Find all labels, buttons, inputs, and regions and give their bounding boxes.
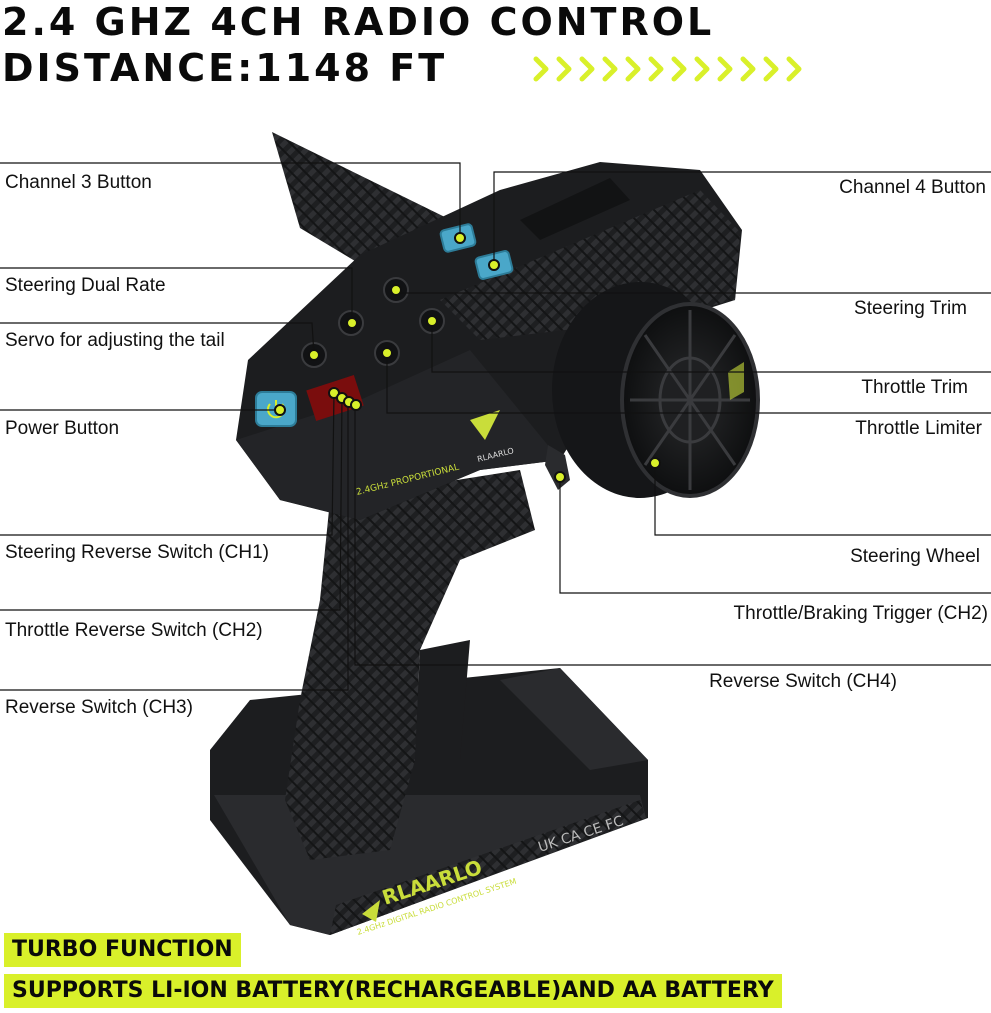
throttle-trigger bbox=[545, 445, 570, 490]
label-steering-reverse: Steering Reverse Switch (CH1) bbox=[5, 542, 269, 563]
label-steering-dual-rate: Steering Dual Rate bbox=[5, 275, 166, 296]
label-reverse-ch3: Reverse Switch (CH3) bbox=[5, 697, 193, 718]
label-steering-trim: Steering Trim bbox=[854, 298, 967, 319]
label-steering-wheel: Steering Wheel bbox=[850, 546, 980, 567]
label-throttle-trigger: Throttle/Braking Trigger (CH2) bbox=[733, 603, 988, 624]
chevron-arrows-icon bbox=[533, 56, 802, 82]
label-power-button: Power Button bbox=[5, 418, 120, 439]
label-reverse-ch4: Reverse Switch (CH4) bbox=[709, 671, 897, 692]
headline-line-2: DISTANCE:1148 FT bbox=[2, 46, 448, 90]
label-throttle-reverse: Throttle Reverse Switch (CH2) bbox=[5, 620, 263, 641]
label-throttle-trim: Throttle Trim bbox=[861, 377, 968, 398]
battery-support-banner: SUPPORTS LI-ION BATTERY(RECHARGEABLE)AND… bbox=[4, 974, 782, 1008]
label-servo-tail: Servo for adjusting the tail bbox=[5, 330, 225, 351]
steering-wheel bbox=[552, 282, 760, 498]
label-channel3-button: Channel 3 Button bbox=[5, 172, 152, 193]
label-throttle-limiter: Throttle Limiter bbox=[855, 418, 982, 439]
label-channel4-button: Channel 4 Button bbox=[839, 177, 986, 198]
turbo-function-banner: TURBO FUNCTION bbox=[4, 933, 241, 967]
headline-line-1: 2.4 GHZ 4CH RADIO CONTROL bbox=[2, 0, 715, 44]
